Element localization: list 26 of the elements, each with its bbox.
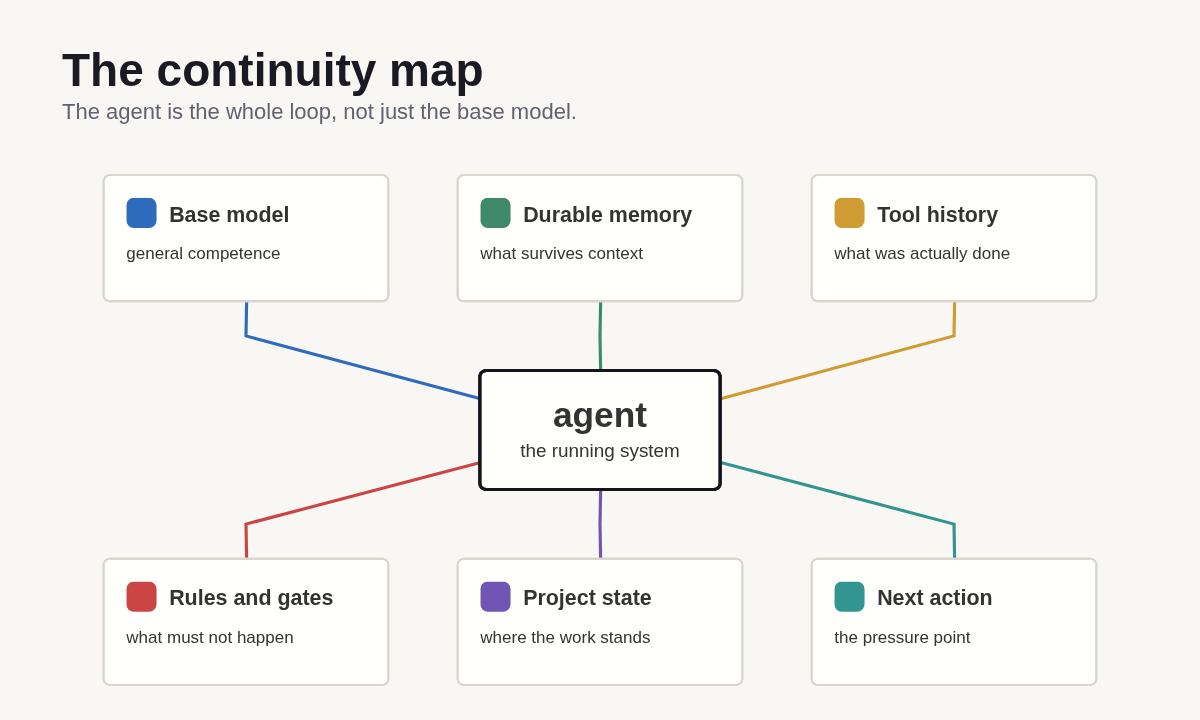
hub-title: agent xyxy=(552,395,648,435)
topic-card xyxy=(102,557,390,686)
diagram-subtitle: The agent is the whole loop, not just the base model. xyxy=(62,98,577,125)
topic-card xyxy=(456,174,744,303)
card-title: Rules and gates xyxy=(169,586,334,611)
connector-line xyxy=(244,301,481,401)
topic-card xyxy=(102,174,390,303)
card-subtitle: general competence xyxy=(126,243,281,266)
topic-card xyxy=(810,557,1098,686)
card-subtitle: the pressure point xyxy=(834,626,971,649)
connector-line xyxy=(244,461,481,560)
card-title: Durable memory xyxy=(523,202,693,227)
topic-card xyxy=(810,174,1098,303)
connector-line xyxy=(598,490,603,560)
diagram-title: The continuity map xyxy=(62,44,484,97)
card-subtitle: what survives context xyxy=(480,243,643,266)
card-title: Project state xyxy=(523,586,652,611)
hub-card xyxy=(478,368,722,492)
card-subtitle: what was actually done xyxy=(834,243,1011,266)
card-subtitle: where the work stands xyxy=(480,626,651,649)
card-title: Tool history xyxy=(877,202,999,227)
topic-card xyxy=(456,557,744,686)
card-title: Base model xyxy=(169,202,290,227)
hub-subtitle: the running system xyxy=(520,440,680,462)
card-subtitle: what must not happen xyxy=(126,626,294,649)
card-title: Next action xyxy=(877,586,993,611)
